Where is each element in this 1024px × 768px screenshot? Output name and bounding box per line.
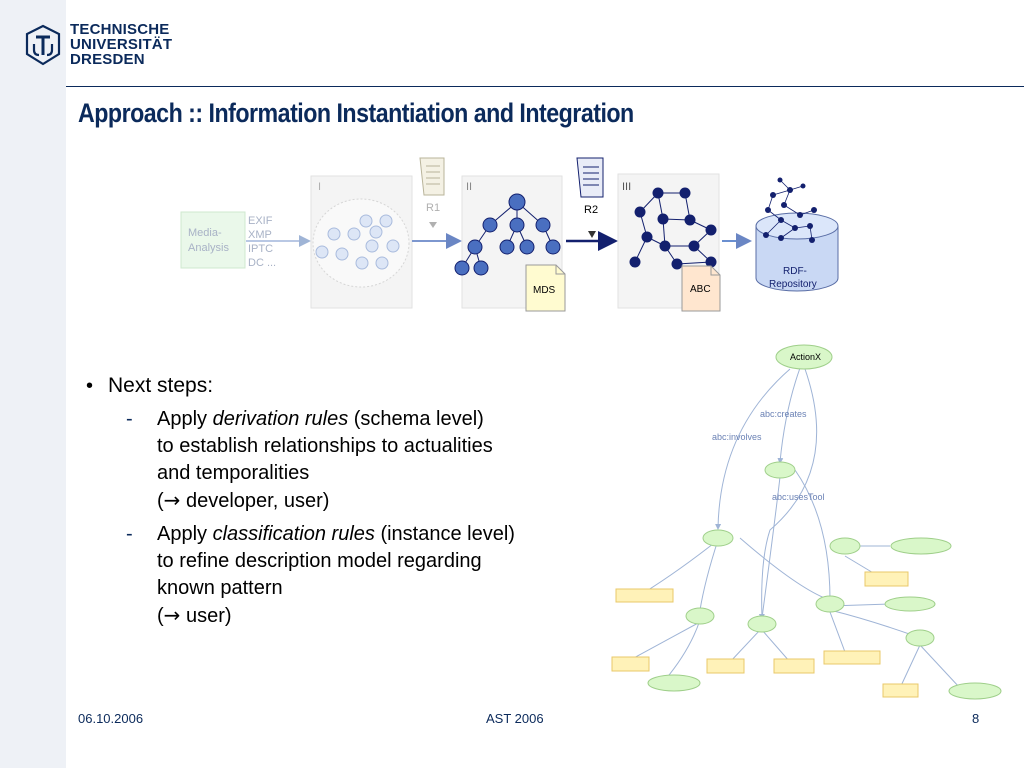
- logo-line-1: TECHNISCHE: [70, 21, 170, 38]
- stage-i-nodes: [315, 214, 400, 270]
- node-yellow[interactable]: [882, 683, 919, 698]
- footer-date: 06.10.2006: [78, 711, 144, 726]
- sub2-post: (instance level): [374, 523, 515, 545]
- logo-line-3: DRESDEN: [70, 51, 145, 68]
- sub-bullet-derivation: - Apply derivation rules (schema level) …: [126, 406, 646, 515]
- node-green[interactable]: [905, 629, 935, 647]
- abc-label: ABC: [690, 284, 711, 295]
- tu-dresden-logo-icon: [25, 24, 61, 66]
- abc-document-icon: [681, 265, 721, 312]
- logo-line-2: UNIVERSITÄT: [70, 36, 173, 53]
- stage-ii-tree-nodes: [454, 193, 561, 276]
- rule-r2-arrow-icon: [588, 231, 596, 238]
- node-yellow[interactable]: [615, 588, 674, 603]
- mds-label: MDS: [533, 285, 556, 296]
- university-logo-text: TECHNISCHE UNIVERSITÄT DRESDEN: [70, 22, 172, 67]
- sub2-line-4: (→ user): [157, 603, 232, 627]
- stage-iii-label: III: [622, 181, 631, 193]
- rdf-repository-icon: [755, 177, 839, 292]
- stage-ii-label: II: [466, 181, 472, 193]
- sub1-line-2: to establish relationships to actualitie…: [157, 435, 493, 457]
- node-green[interactable]: [685, 607, 715, 625]
- edge-label-usestool: abc:usesTool: [772, 492, 825, 502]
- node-yellow[interactable]: [864, 571, 909, 587]
- stage-i-label: I: [318, 181, 321, 193]
- repository-label-2: Repository: [769, 279, 817, 290]
- node-green[interactable]: [815, 595, 845, 613]
- rule-r2-scroll-icon: [576, 157, 604, 198]
- bullet-next-steps: • Next steps:: [86, 372, 646, 400]
- footer-page-number: 8: [972, 711, 980, 726]
- media-analysis-label-1: Media-: [188, 227, 222, 239]
- right-arrow-icon: →: [163, 603, 181, 627]
- node-green[interactable]: [829, 537, 861, 555]
- bullet-main-text: Next steps:: [108, 374, 214, 397]
- bullet-list: • Next steps: - Apply derivation rules (…: [86, 372, 646, 630]
- sub1-em: derivation rules: [212, 408, 349, 430]
- right-arrow-icon: →: [163, 488, 181, 512]
- repository-label-1: RDF-: [783, 266, 807, 277]
- format-iptc: IPTC: [248, 243, 273, 255]
- rule-r2-label: R2: [584, 204, 598, 216]
- node-actionx[interactable]: [775, 344, 833, 370]
- format-dc: DC ...: [248, 257, 276, 269]
- rule-r1-scroll-icon: [419, 157, 445, 196]
- format-xmp: XMP: [248, 229, 272, 241]
- node-yellow[interactable]: [773, 658, 815, 674]
- header-divider: [66, 86, 1024, 87]
- sub2-em: classification rules: [212, 523, 375, 545]
- node-yellow[interactable]: [823, 650, 881, 665]
- node-green[interactable]: [764, 461, 796, 479]
- sub2-line-2: to refine description model regarding: [157, 550, 482, 572]
- node-green[interactable]: [948, 682, 1002, 700]
- mds-document-icon: [525, 264, 566, 312]
- media-analysis-label-2: Analysis: [188, 242, 229, 254]
- node-green[interactable]: [890, 537, 952, 555]
- graph-edges: [629, 367, 961, 689]
- sub1-pre: Apply: [157, 408, 213, 430]
- sub1-line-3: and temporalities: [157, 462, 310, 484]
- node-yellow[interactable]: [706, 658, 745, 674]
- dash-icon: -: [126, 523, 133, 545]
- rule-r1-label: R1: [426, 202, 440, 214]
- edge-label-creates: abc:creates: [760, 409, 807, 419]
- media-analysis-box: [180, 211, 246, 269]
- node-green[interactable]: [884, 596, 936, 612]
- bullet-dot-icon: •: [86, 375, 94, 397]
- sub1-post: (schema level): [348, 408, 484, 430]
- slide-title: Approach :: Information Instantiation an…: [78, 98, 634, 128]
- node-yellow[interactable]: [611, 656, 650, 672]
- dash-icon: -: [126, 408, 133, 430]
- left-sidebar-strip: [0, 0, 66, 768]
- sub2-line-3: known pattern: [157, 577, 283, 599]
- footer-event: AST 2006: [486, 711, 544, 726]
- rule-r1-arrow-icon: [429, 222, 437, 228]
- graph-nodes: [611, 344, 1002, 700]
- sub2-pre: Apply: [157, 523, 213, 545]
- sub-bullet-classification: - Apply classification rules (instance l…: [126, 521, 646, 630]
- node-green[interactable]: [647, 674, 701, 692]
- node-green[interactable]: [747, 615, 777, 633]
- stage-iii-graph-nodes: [629, 187, 717, 270]
- sub1-line-4: (→ developer, user): [157, 488, 330, 512]
- format-exif: EXIF: [248, 215, 273, 227]
- node-green[interactable]: [702, 529, 734, 547]
- actionx-label: ActionX: [790, 352, 821, 362]
- edge-label-involves: abc:involves: [712, 432, 762, 442]
